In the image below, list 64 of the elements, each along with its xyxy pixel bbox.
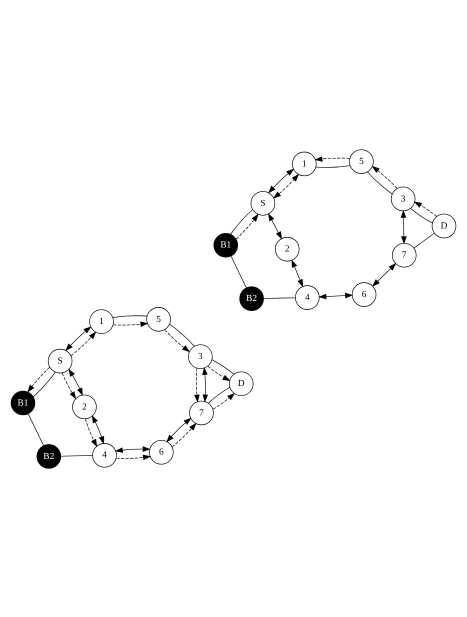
- node-circle: 6: [149, 440, 174, 464]
- arrow: [400, 209, 407, 244]
- arrow: [236, 213, 259, 239]
- node-circle: 4: [92, 442, 117, 468]
- node-circle: D: [432, 213, 456, 238]
- connector: [410, 208, 433, 223]
- arrow: [414, 200, 437, 216]
- arrow: [70, 331, 96, 356]
- node-circle: 2: [72, 394, 97, 419]
- node-circle: 6: [352, 282, 376, 306]
- node-circle: 2: [274, 236, 300, 261]
- arrow: [194, 367, 200, 402]
- node-circle: 5: [146, 306, 171, 332]
- node-circle: 5: [349, 148, 374, 174]
- arrow: [112, 320, 148, 327]
- arrow: [27, 366, 50, 392]
- arrow: [114, 446, 151, 452]
- arrow: [273, 173, 300, 198]
- node-circle: B2: [36, 444, 62, 468]
- connector: [367, 171, 392, 194]
- node-circle: 3: [188, 344, 213, 368]
- arrow: [62, 372, 76, 399]
- connector: [230, 255, 247, 288]
- connector: [169, 323, 195, 346]
- arrow: [292, 258, 304, 287]
- arrow: [268, 212, 282, 239]
- arrow: [268, 168, 294, 193]
- arrow: [314, 156, 350, 162]
- arrow: [318, 292, 354, 299]
- arrow: [65, 326, 92, 351]
- node-circle: 1: [292, 151, 317, 176]
- connector: [208, 386, 230, 403]
- connector: [33, 371, 56, 397]
- connector: [112, 315, 148, 318]
- node-circle: 3: [390, 186, 416, 211]
- connector: [60, 454, 93, 456]
- connector: [414, 232, 435, 248]
- node-circle: 4: [295, 284, 320, 310]
- connector: [315, 164, 350, 168]
- connector: [230, 208, 253, 234]
- arrow: [92, 414, 104, 444]
- node-circle: B2: [239, 286, 264, 310]
- node-circle: D: [228, 371, 254, 396]
- node-circle: B1: [10, 390, 36, 415]
- arrow: [202, 366, 208, 402]
- connector: [28, 412, 44, 446]
- arrow: [166, 417, 192, 442]
- node-circle: S: [250, 190, 276, 216]
- node-circle: S: [48, 348, 72, 373]
- node-circle: 7: [392, 242, 416, 267]
- arrow: [116, 454, 152, 460]
- node-circle: 1: [89, 308, 114, 334]
- node-circle: B1: [214, 232, 238, 258]
- connector: [263, 296, 296, 298]
- arrow: [84, 418, 98, 447]
- arrow: [212, 392, 236, 410]
- arrow: [68, 368, 83, 396]
- arrow: [207, 365, 231, 381]
- arrow: [164, 328, 190, 352]
- arrow: [372, 262, 396, 286]
- connector: [212, 358, 234, 374]
- arrow: [372, 165, 398, 188]
- arrow: [172, 422, 197, 447]
- node-circle: 7: [189, 400, 214, 425]
